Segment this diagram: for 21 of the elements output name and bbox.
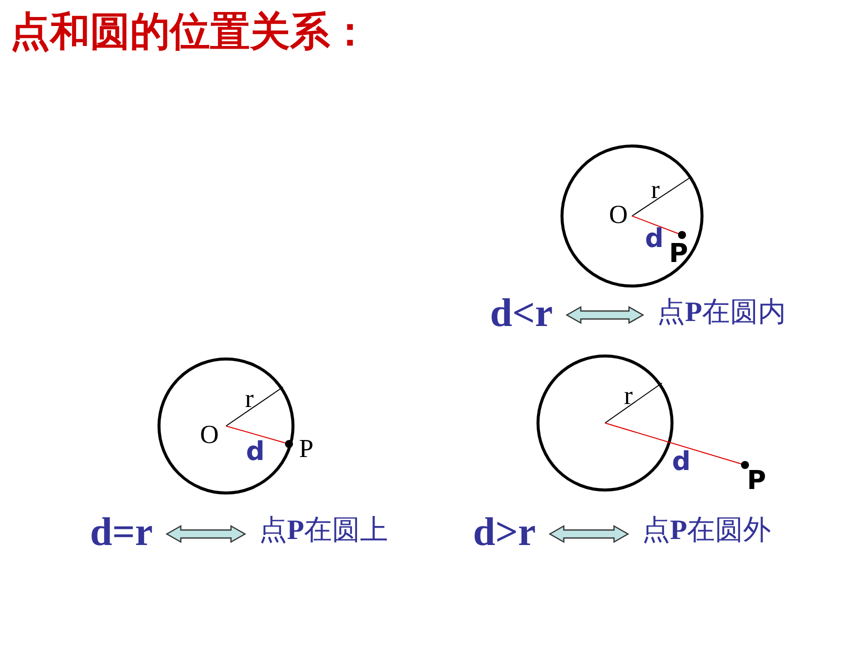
relation-text: d>r (473, 509, 536, 554)
distance-label: d (672, 449, 691, 475)
point-label: P (299, 436, 314, 462)
distance-label: d (645, 226, 664, 252)
radius-label: r (651, 177, 660, 203)
relation-text: d<r (490, 290, 553, 335)
position-text: 点P在圆上 (259, 513, 388, 546)
title: 点和圆的位置关系： (10, 12, 370, 52)
position-text: 点P在圆内 (657, 295, 786, 328)
center-label: O (200, 422, 219, 448)
radius-label: r (245, 386, 254, 412)
center-label: O (609, 202, 628, 228)
relation-text: d=r (90, 509, 153, 554)
point-label: P (669, 241, 688, 267)
double-arrow (166, 524, 246, 544)
position-text: 点P在圆外 (642, 513, 772, 546)
double-arrow (566, 306, 644, 324)
radius-label: r (624, 383, 633, 409)
double-arrow (548, 524, 630, 544)
point-label: P (747, 468, 766, 494)
distance-label: d (246, 439, 265, 465)
